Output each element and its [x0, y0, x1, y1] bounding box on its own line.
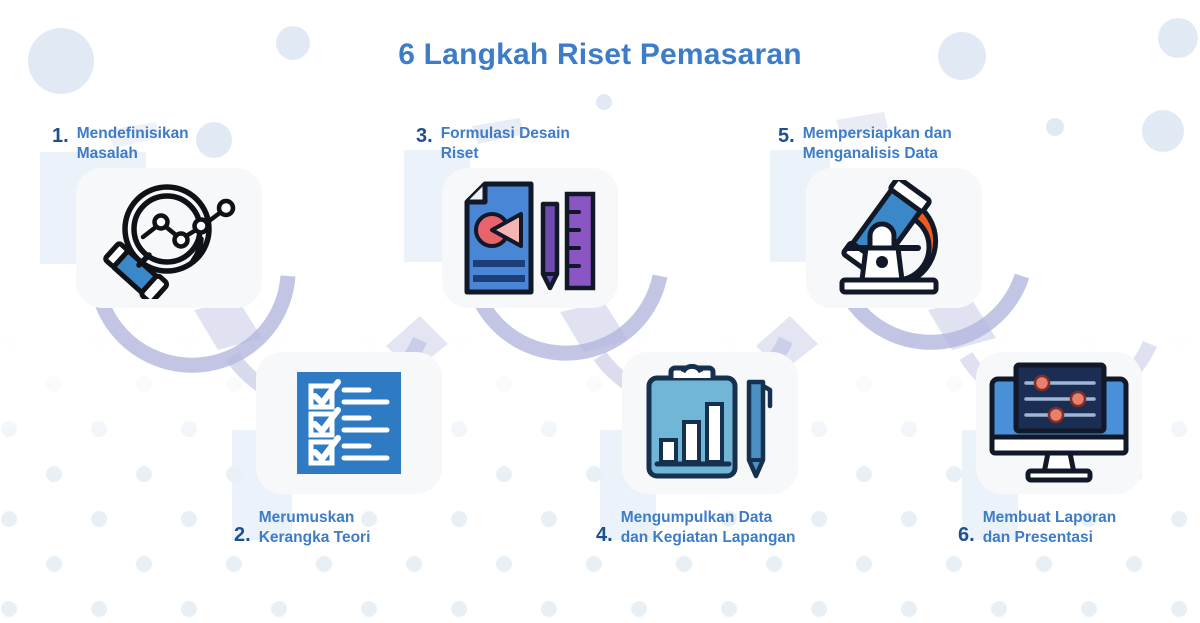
- step-label-1: 1. Mendefinisikan Masalah: [52, 124, 189, 164]
- step-number-1: 1.: [52, 125, 69, 147]
- desktop-monitor-sliders-icon: [989, 362, 1129, 483]
- step-label-3: 3. Formulasi Desain Riset: [416, 124, 570, 164]
- step-number-6: 6.: [958, 524, 975, 547]
- magnifying-glass-line-chart-icon: [103, 184, 236, 299]
- step-card-6[interactable]: [976, 352, 1142, 494]
- step-text-6: Membuat Laporan dan Presentasi: [982, 509, 1117, 546]
- step-label-5: 5. Mempersiapkan dan Menganalisis Data: [778, 124, 952, 164]
- step-card-4[interactable]: [622, 352, 798, 494]
- microscope-icon: [839, 180, 939, 295]
- step-card-2[interactable]: [256, 352, 442, 494]
- step-card-3[interactable]: [442, 168, 618, 308]
- clipboard-bar-chart-pen-icon: [646, 364, 773, 479]
- page-title: 6 Langkah Riset Pemasaran: [398, 38, 802, 71]
- step-label-4: 4. Mengumpulkan Data dan Kegiatan Lapang…: [596, 508, 796, 548]
- step-label-2: 2. Merumuskan Kerangka Teori: [234, 508, 370, 548]
- step-number-2: 2.: [234, 524, 251, 547]
- step-card-1[interactable]: [76, 168, 262, 308]
- document-pencil-ruler-icon: [464, 181, 596, 295]
- step-text-5: Mempersiapkan dan Menganalisis Data: [802, 125, 952, 162]
- step-text-3: Formulasi Desain Riset: [440, 125, 570, 162]
- checklist-icon: [297, 372, 401, 474]
- step-text-1: Mendefinisikan Masalah: [76, 125, 189, 162]
- step-label-6: 6. Membuat Laporan dan Presentasi: [958, 508, 1116, 548]
- step-text-4: Mengumpulkan Data dan Kegiatan Lapangan: [620, 509, 796, 546]
- step-number-3: 3.: [416, 125, 433, 147]
- step-number-4: 4.: [596, 524, 613, 547]
- step-text-2: Merumuskan Kerangka Teori: [258, 509, 371, 546]
- step-number-5: 5.: [778, 125, 795, 147]
- step-card-5[interactable]: [806, 168, 982, 308]
